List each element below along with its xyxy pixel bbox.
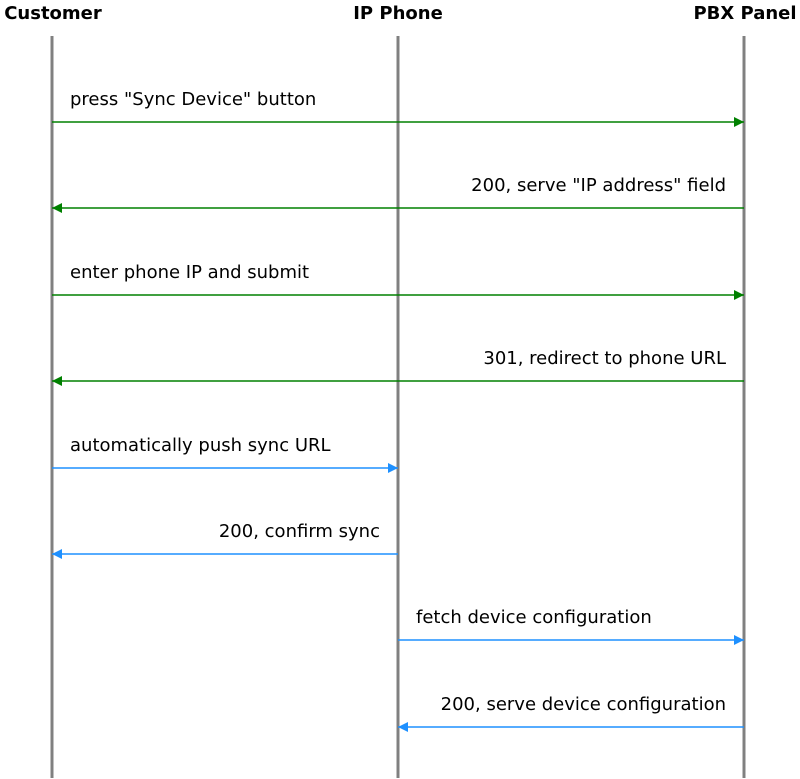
- message-label-4: 301, redirect to phone URL: [483, 348, 726, 369]
- lifelines: [50, 36, 746, 778]
- message-label-8: 200, serve device configuration: [441, 694, 726, 715]
- participant-label-phone: IP Phone: [353, 3, 443, 24]
- message-label-6: 200, confirm sync: [219, 521, 380, 542]
- participant-labels: Customer IP Phone PBX Panel: [4, 3, 796, 24]
- participant-label-customer: Customer: [4, 3, 102, 24]
- messages: press "Sync Device" button 200, serve "IP…: [52, 89, 744, 732]
- message-label-1: press "Sync Device" button: [70, 89, 316, 110]
- message-label-2: 200, serve "IP address" field: [471, 175, 726, 196]
- message-label-5: automatically push sync URL: [70, 435, 331, 456]
- participant-label-pbx: PBX Panel: [693, 3, 796, 24]
- message-label-7: fetch device configuration: [416, 607, 652, 628]
- message-label-3: enter phone IP and submit: [70, 262, 309, 283]
